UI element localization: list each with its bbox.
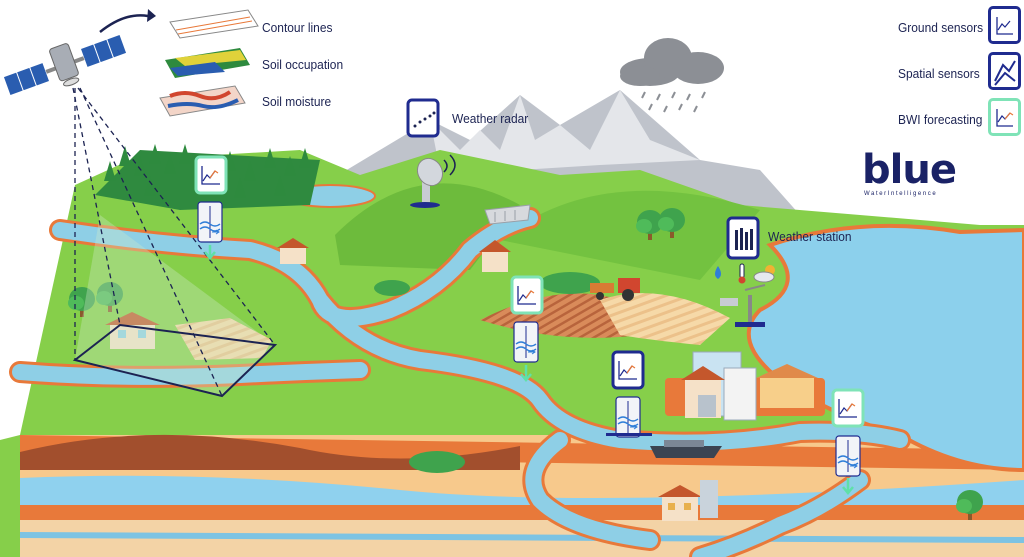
ground-gauge-2 [513,321,539,363]
river [9,207,911,557]
logo-tagline: WaterIntelligence [864,191,938,197]
satellite-icon [2,33,128,97]
flow-arrow-1 [204,245,216,260]
ground-gauge-3 [615,396,641,438]
contour-lines-swatch [169,9,259,39]
satellite-arrow [99,14,149,33]
water-drop-icon [715,266,721,279]
label-weather-radar: Weather radar [452,111,529,126]
bwi-forecasting-icon [988,98,1021,136]
boat-icon [650,440,722,458]
trees [68,208,983,520]
thermometer-icon [738,263,746,284]
ground-gauge-1 [197,201,223,243]
flow-arrow-2 [520,365,532,382]
bwi-chart-4 [831,388,865,428]
sun-cloud-icon [753,265,775,283]
legend-ground-sensors: Ground sensors [898,20,984,35]
legend-bwi-forecasting: BWI forecasting [898,112,983,127]
label-weather-station: Weather station [768,229,852,244]
flow-arrow-4 [842,478,854,495]
satellite-footprint [72,87,278,398]
rain-cloud-icon [620,38,724,113]
building-icon [665,351,825,518]
soil-occupation-swatch [165,48,250,78]
ground-chart-3 [611,350,645,390]
bwi-chart-2 [510,275,544,315]
tractor-icon [590,278,640,301]
bwi-chart-1 [194,155,228,195]
dam-icon [484,204,531,225]
soil-cross-section [19,434,1024,557]
legend-contour-lines: Contour lines [262,20,333,35]
house-icon [105,238,702,521]
soil-moisture-swatch [159,85,246,117]
legend-spatial-sensors: Spatial sensors [898,66,980,81]
brand-logo: blue WaterIntelligence [862,150,968,200]
logo-wordmark: blue [862,147,957,193]
satellite-arrow-head [147,9,156,22]
gauge-base-3 [606,433,652,436]
spatial-sensors-icon [988,52,1021,90]
ground-gauge-4 [835,435,861,477]
ground-sensors-icon [988,6,1021,44]
legend-soil-occupation: Soil occupation [262,57,344,72]
weather-station-icon [720,216,766,327]
weather-radar-icon [406,98,456,208]
legend-soil-moisture: Soil moisture [262,94,332,109]
